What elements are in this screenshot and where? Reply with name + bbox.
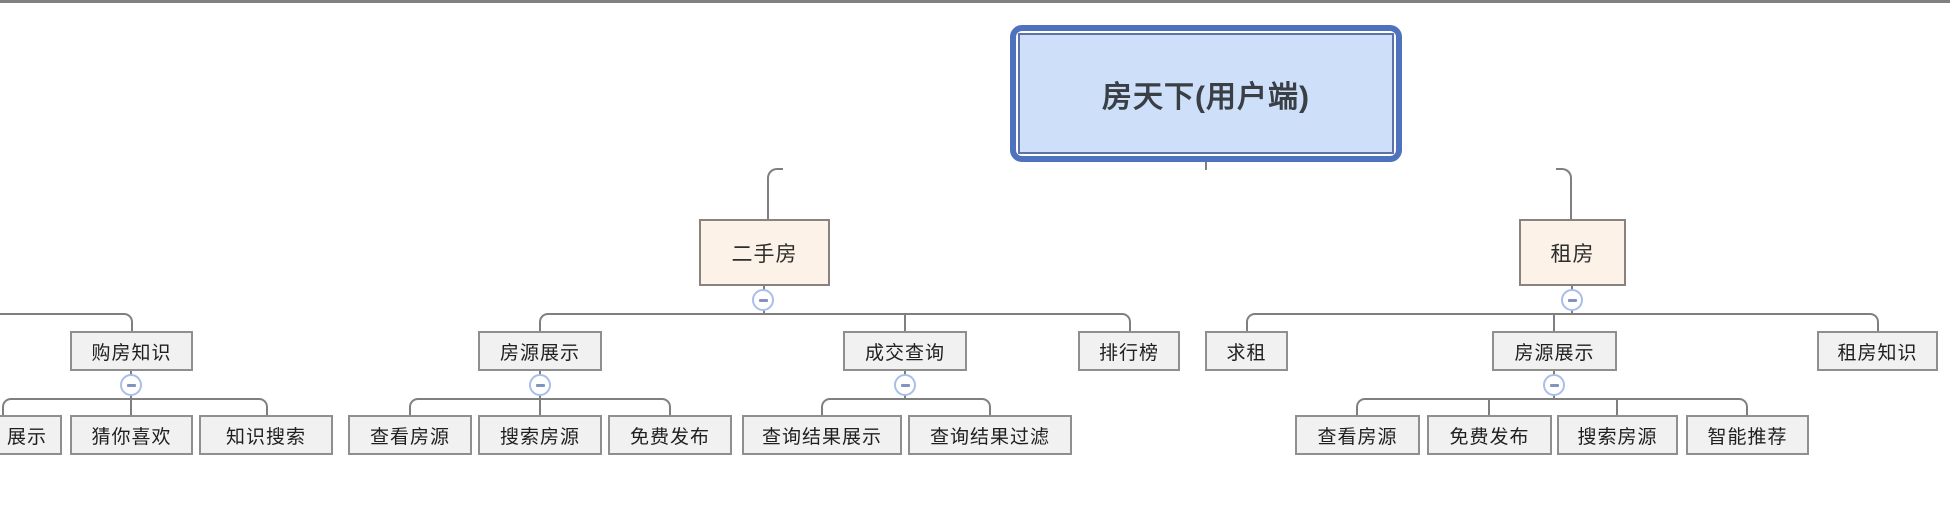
node-fangyuan-zhanshi-esf[interactable]: 房源展示 bbox=[478, 331, 602, 371]
node-mianfei-fabu-zf[interactable]: 免费发布 bbox=[1427, 415, 1552, 455]
minus-icon bbox=[900, 383, 910, 387]
node-zhineng-tuijian[interactable]: 智能推荐 bbox=[1686, 415, 1809, 455]
node-zufang-zhishi[interactable]: 租房知识 bbox=[1817, 331, 1938, 371]
node-mianfei-fabu-esf[interactable]: 免费发布 bbox=[608, 415, 732, 455]
collapse-button-zufang[interactable] bbox=[1561, 289, 1583, 311]
collapse-button-chengjiaochaxun[interactable] bbox=[894, 374, 916, 396]
collapse-button-ershoufang[interactable] bbox=[752, 289, 774, 311]
node-root[interactable]: 房天下(用户端) bbox=[1010, 25, 1402, 162]
connector-drop-cainixihuan bbox=[130, 398, 132, 415]
connector-rail-zufang-children bbox=[1246, 313, 1879, 332]
node-root-label: 房天下(用户端) bbox=[1018, 33, 1394, 154]
connector-rail-goufangzhishi-children bbox=[2, 398, 268, 415]
collapse-button-goufangzhishi[interactable] bbox=[120, 374, 142, 396]
node-zhishi-sousuo[interactable]: 知识搜索 bbox=[199, 415, 333, 455]
connector-level2-rail bbox=[0, 0, 1950, 3]
minus-icon bbox=[1549, 383, 1559, 387]
minus-icon bbox=[535, 383, 545, 387]
node-fangyuan-zhanshi-zf[interactable]: 房源展示 bbox=[1492, 331, 1617, 371]
connector-drop-sousuofangyuan-esf bbox=[539, 398, 541, 415]
collapse-button-fangyuanzhanshi-esf[interactable] bbox=[529, 374, 551, 396]
collapse-button-fangyuanzhanshi-zf[interactable] bbox=[1543, 374, 1565, 396]
node-zhanshi-clipped[interactable]: 展示 bbox=[0, 415, 62, 455]
node-chakan-fangyuan-esf[interactable]: 查看房源 bbox=[348, 415, 472, 455]
node-chakan-fangyuan-zf[interactable]: 查看房源 bbox=[1295, 415, 1420, 455]
minus-icon bbox=[758, 298, 768, 302]
node-paihangbang[interactable]: 排行榜 bbox=[1078, 331, 1180, 371]
minus-icon bbox=[126, 383, 136, 387]
node-chaxun-jieguo-guolv[interactable]: 查询结果过滤 bbox=[908, 415, 1072, 455]
connector-elbow-ershoufang bbox=[767, 168, 783, 219]
node-sousuo-fangyuan-zf[interactable]: 搜索房源 bbox=[1557, 415, 1678, 455]
node-qiuzu[interactable]: 求租 bbox=[1205, 331, 1288, 371]
connector-elbow-zufang bbox=[1556, 168, 1572, 219]
node-sousuo-fangyuan-esf[interactable]: 搜索房源 bbox=[478, 415, 602, 455]
node-zufang[interactable]: 租房 bbox=[1519, 219, 1626, 286]
connector-rail-ershoufang-children bbox=[539, 313, 1131, 332]
node-ershoufang[interactable]: 二手房 bbox=[699, 219, 830, 286]
node-goufang-zhishi[interactable]: 购房知识 bbox=[70, 331, 193, 371]
node-chaxun-jieguo-zhanshi[interactable]: 查询结果展示 bbox=[742, 415, 902, 455]
connector-root-stub bbox=[1205, 160, 1207, 170]
connector-rail-fangyuanzhanshi-zf-children bbox=[1356, 398, 1748, 415]
node-chengjiao-chaxun[interactable]: 成交查询 bbox=[843, 331, 967, 371]
connector-drop-fangyuanzhanshi-zf bbox=[1553, 313, 1555, 331]
node-cainixihuan[interactable]: 猜你喜欢 bbox=[70, 415, 193, 455]
connector-drop-sousuofangyuan-zf bbox=[1616, 398, 1618, 415]
connector-rail-goufangzhishi-parent bbox=[0, 313, 133, 332]
connector-rail-chengjiaochaxun-children bbox=[821, 398, 991, 415]
connector-drop-mianfeifabu-zf bbox=[1488, 398, 1490, 415]
minus-icon bbox=[1567, 298, 1577, 302]
connector-drop-chengjiaochaxun bbox=[904, 313, 906, 331]
